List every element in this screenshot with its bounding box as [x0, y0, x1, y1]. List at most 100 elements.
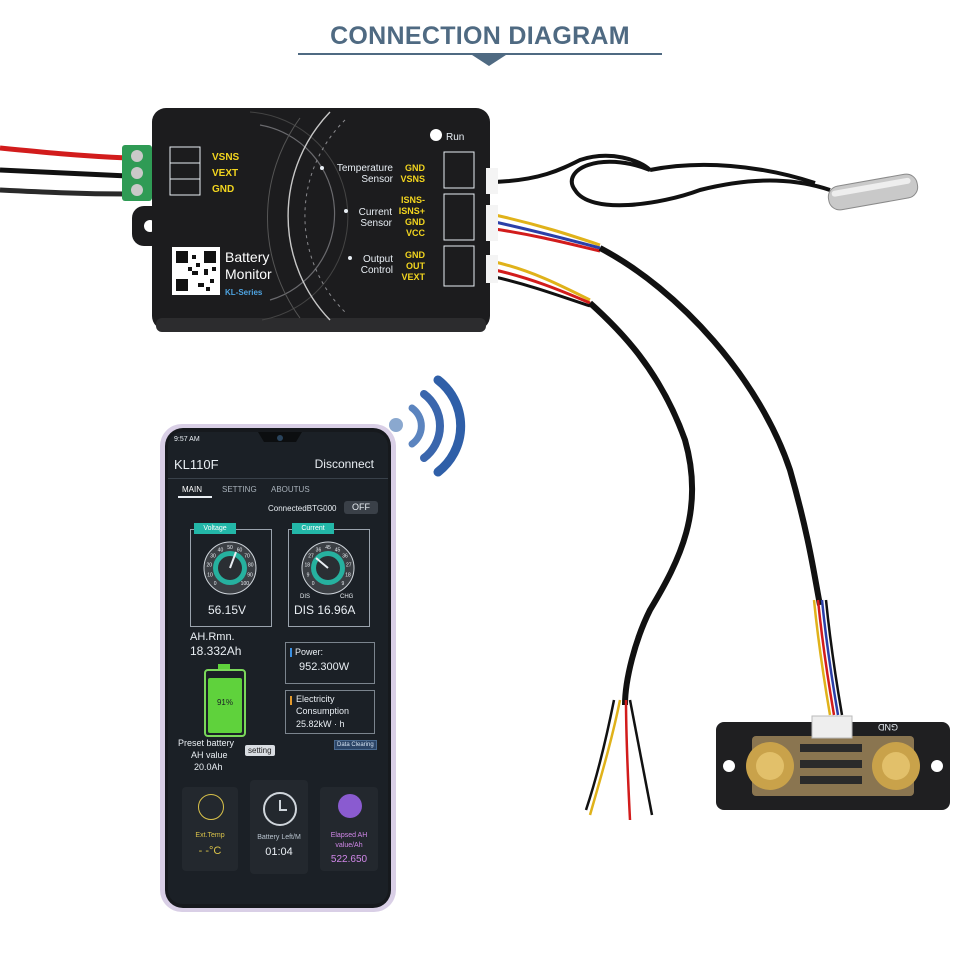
current-tick: 9 — [341, 581, 344, 587]
bluetooth-signal-icon — [389, 375, 466, 477]
elapsed-ah-value: 522.650 — [330, 854, 368, 865]
terminal-vsns-label: VSNS — [212, 152, 240, 163]
voltage-tick: 60 — [237, 547, 243, 553]
preset-label2: AH value — [191, 750, 228, 760]
tab-main[interactable]: MAIN — [182, 485, 202, 494]
ext-temp-value: - -°C — [198, 845, 222, 857]
disconnect-button[interactable]: Disconnect — [314, 457, 374, 471]
current-shunt — [716, 715, 950, 810]
electricity-value: 25.82kW · h — [296, 719, 345, 729]
ah-remaining-label: AH.Rmn. — [190, 631, 235, 643]
current-sensor-label1: Current — [359, 207, 393, 218]
voltage-tick: 20 — [206, 563, 212, 569]
current-tick: 45 — [325, 545, 331, 551]
power-marker — [290, 648, 292, 657]
voltage-tick: 10 — [207, 572, 213, 578]
ext-temp-label: Ext.Temp — [195, 832, 225, 839]
electricity-label2: Consumption — [296, 706, 350, 716]
output-control-cable — [494, 260, 696, 821]
tab-aboutus[interactable]: ABOUTUS — [271, 485, 310, 494]
current-tick: 9 — [307, 572, 310, 578]
bluetooth-toggle[interactable]: OFF — [344, 501, 378, 514]
voltage-tick: 70 — [244, 554, 250, 560]
battery-fill — [208, 678, 242, 733]
shunt-gnd-label: GND — [878, 722, 899, 732]
battery-percent: 91% — [216, 698, 233, 707]
voltage-tick: 40 — [218, 547, 224, 553]
current-tick: 36 — [342, 554, 348, 560]
diagram-title: CONNECTION DIAGRAM — [330, 22, 630, 50]
battery-cap — [218, 664, 230, 669]
current-tick: 18 — [304, 563, 310, 569]
electricity-label1: Electricity — [296, 694, 335, 704]
temp-pin-vsns: VSNS — [400, 174, 425, 184]
current-dis-label: DIS — [300, 594, 311, 600]
battery-left-value: 01:04 — [265, 846, 293, 858]
battery-monitor-device — [122, 108, 498, 332]
battery-icon — [204, 669, 246, 737]
current-pin-gnd: GND — [405, 217, 426, 227]
current-tick: 0 — [312, 581, 315, 587]
voltage-tick: 100 — [241, 581, 250, 587]
thermometer-icon — [198, 794, 224, 820]
power-value: 952.300W — [299, 661, 350, 673]
terminal-vext-label: VEXT — [212, 168, 238, 179]
output-pin-gnd: GND — [405, 250, 426, 260]
lightning-icon — [338, 794, 362, 818]
electricity-marker — [290, 696, 292, 705]
current-pin-vcc: VCC — [406, 228, 426, 238]
phone-screen: 9:57 AM KL110F Disconnect MAIN SETTING A… — [168, 432, 388, 904]
series-label: KL-Series — [225, 288, 263, 297]
data-clearing-button[interactable]: Data Clearing — [334, 740, 377, 750]
clock-icon — [263, 792, 297, 826]
setting-button[interactable]: setting — [245, 745, 275, 756]
current-sensor-label2: Sensor — [360, 218, 392, 229]
current-tick: 27 — [308, 554, 314, 560]
current-tick: 27 — [346, 563, 352, 569]
voltage-tick: 50 — [227, 545, 233, 551]
brand-line1: Battery — [225, 249, 269, 265]
voltage-tick: 0 — [214, 581, 217, 587]
tab-main-underline — [178, 496, 212, 498]
current-tick: 18 — [345, 572, 351, 578]
battery-left-label: Battery Left/M — [257, 834, 301, 841]
current-tick: 36 — [316, 547, 322, 553]
ah-remaining-value: 18.332Ah — [190, 644, 242, 658]
app-title: KL110F — [174, 457, 219, 472]
output-control-label1: Output — [363, 254, 393, 265]
brand-line2: Monitor — [225, 266, 272, 282]
left-power-wires — [0, 145, 129, 197]
tab-setting[interactable]: SETTING — [222, 485, 257, 494]
power-panel — [285, 642, 375, 684]
elapsed-ah-label2: value/Ah — [335, 842, 363, 849]
voltage-value: 56.15V — [208, 603, 247, 617]
voltage-tick: 30 — [210, 554, 216, 560]
title-arrow — [469, 53, 509, 66]
current-sensor-cable — [494, 213, 844, 716]
current-tick: 45 — [335, 547, 341, 553]
voltage-tick: 80 — [248, 563, 254, 569]
run-label: Run — [446, 132, 464, 143]
voltage-tag: Voltage — [194, 523, 236, 534]
temp-sensor-label1: Temperature — [337, 163, 394, 174]
current-chg-label: CHG — [340, 594, 354, 600]
terminal-gnd-label: GND — [212, 184, 234, 195]
output-pin-out: OUT — [406, 261, 426, 271]
current-pin-isns-minus: ISNS- — [401, 195, 425, 205]
header-divider — [168, 478, 388, 479]
output-pin-vext: VEXT — [401, 272, 425, 282]
elapsed-ah-label1: Elapsed AH — [330, 832, 368, 839]
current-tag: Current — [292, 523, 334, 534]
output-control-label2: Control — [361, 265, 393, 276]
preset-value: 20.0Ah — [194, 762, 223, 772]
temp-pin-gnd: GND — [405, 163, 426, 173]
current-pin-isns-plus: ISNS+ — [399, 206, 425, 216]
electricity-panel — [285, 690, 375, 734]
temperature-sensor-cable — [494, 153, 919, 211]
power-label: Power: — [295, 647, 324, 657]
temp-sensor-label2: Sensor — [361, 174, 393, 185]
preset-label1: Preset battery — [178, 738, 235, 748]
